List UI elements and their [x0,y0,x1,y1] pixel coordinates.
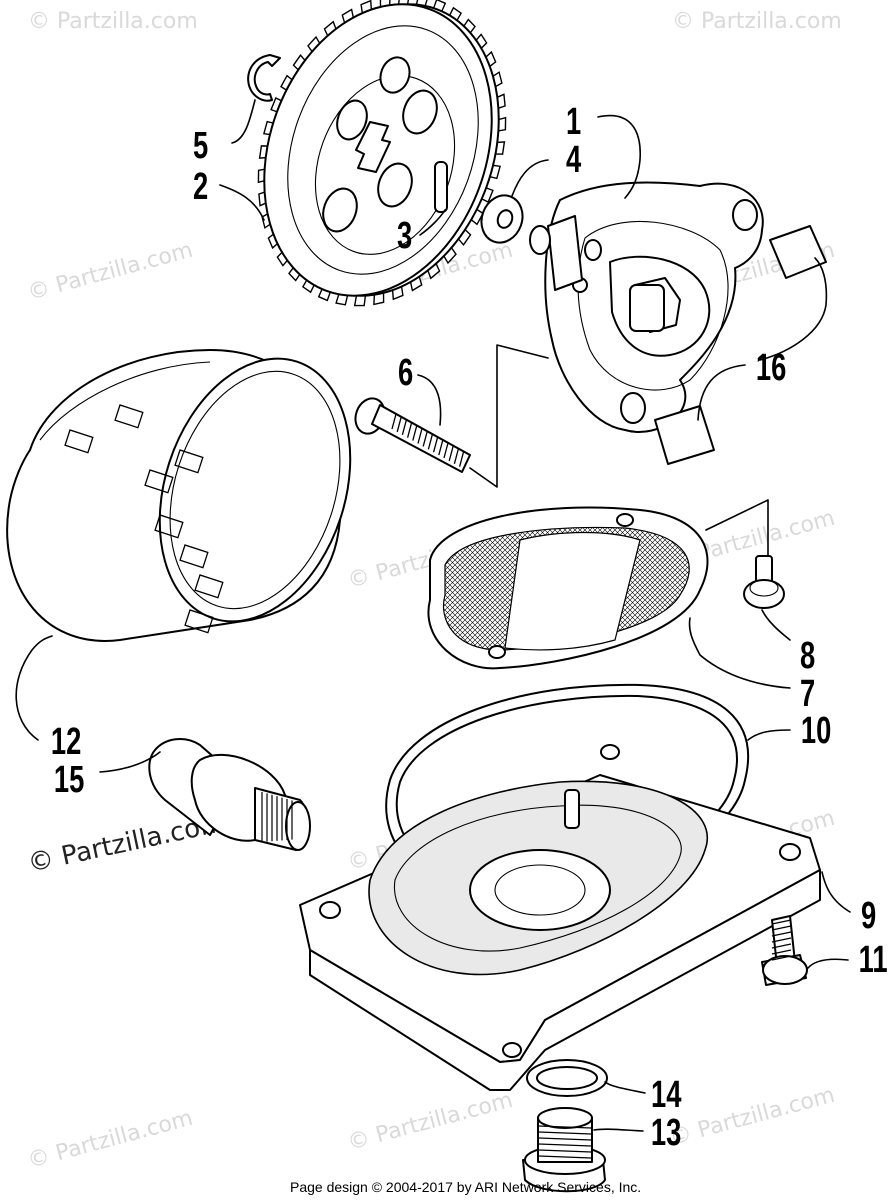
oil-pressure-switch [148,738,311,851]
callout-7: 7 [800,673,815,715]
callout-1: 1 [566,101,581,143]
callout-4: 4 [566,139,582,181]
callout-11: 11 [859,939,888,981]
watermark: © Partzilla.com [28,9,198,34]
pan-bolt [761,915,808,986]
callout-15: 15 [54,759,84,801]
callout-5: 5 [193,125,208,167]
callout-10: 10 [801,710,831,752]
drain-plug [522,1107,606,1193]
dowel-pins [654,225,827,465]
driven-gear [257,0,507,307]
oil-pump [529,181,764,433]
screen-bolt [743,555,785,609]
callout-9: 9 [861,895,876,937]
footer-copyright: Page design © 2004-2017 by ARI Network S… [290,1179,641,1195]
watermark: © Partzilla.com [667,1083,837,1151]
leader-lines [15,99,851,1132]
callout-6: 6 [398,352,413,394]
callout-numbers: 1 2 3 4 5 6 7 8 9 10 11 12 13 14 15 16 [51,101,888,1154]
watermark: © Partzilla.com [672,9,842,34]
washer [480,194,524,244]
watermark: © Partzilla.com [25,238,195,306]
pump-bolt [354,397,471,473]
callout-16: 16 [756,347,786,389]
callout-14: 14 [651,1074,682,1116]
callout-12: 12 [51,721,81,763]
callout-13: 13 [651,1112,681,1154]
callout-3: 3 [397,215,412,257]
drain-plug-washer [526,1059,608,1097]
watermark: © Partzilla.com [345,1088,515,1156]
watermark: © Partzilla.com [25,1106,195,1174]
oil-strainer-screen [427,506,709,670]
callout-8: 8 [800,635,815,677]
circlip [247,54,281,102]
callout-2: 2 [193,166,208,208]
oil-filter [6,349,352,642]
oil-pan-cover [299,744,821,1091]
